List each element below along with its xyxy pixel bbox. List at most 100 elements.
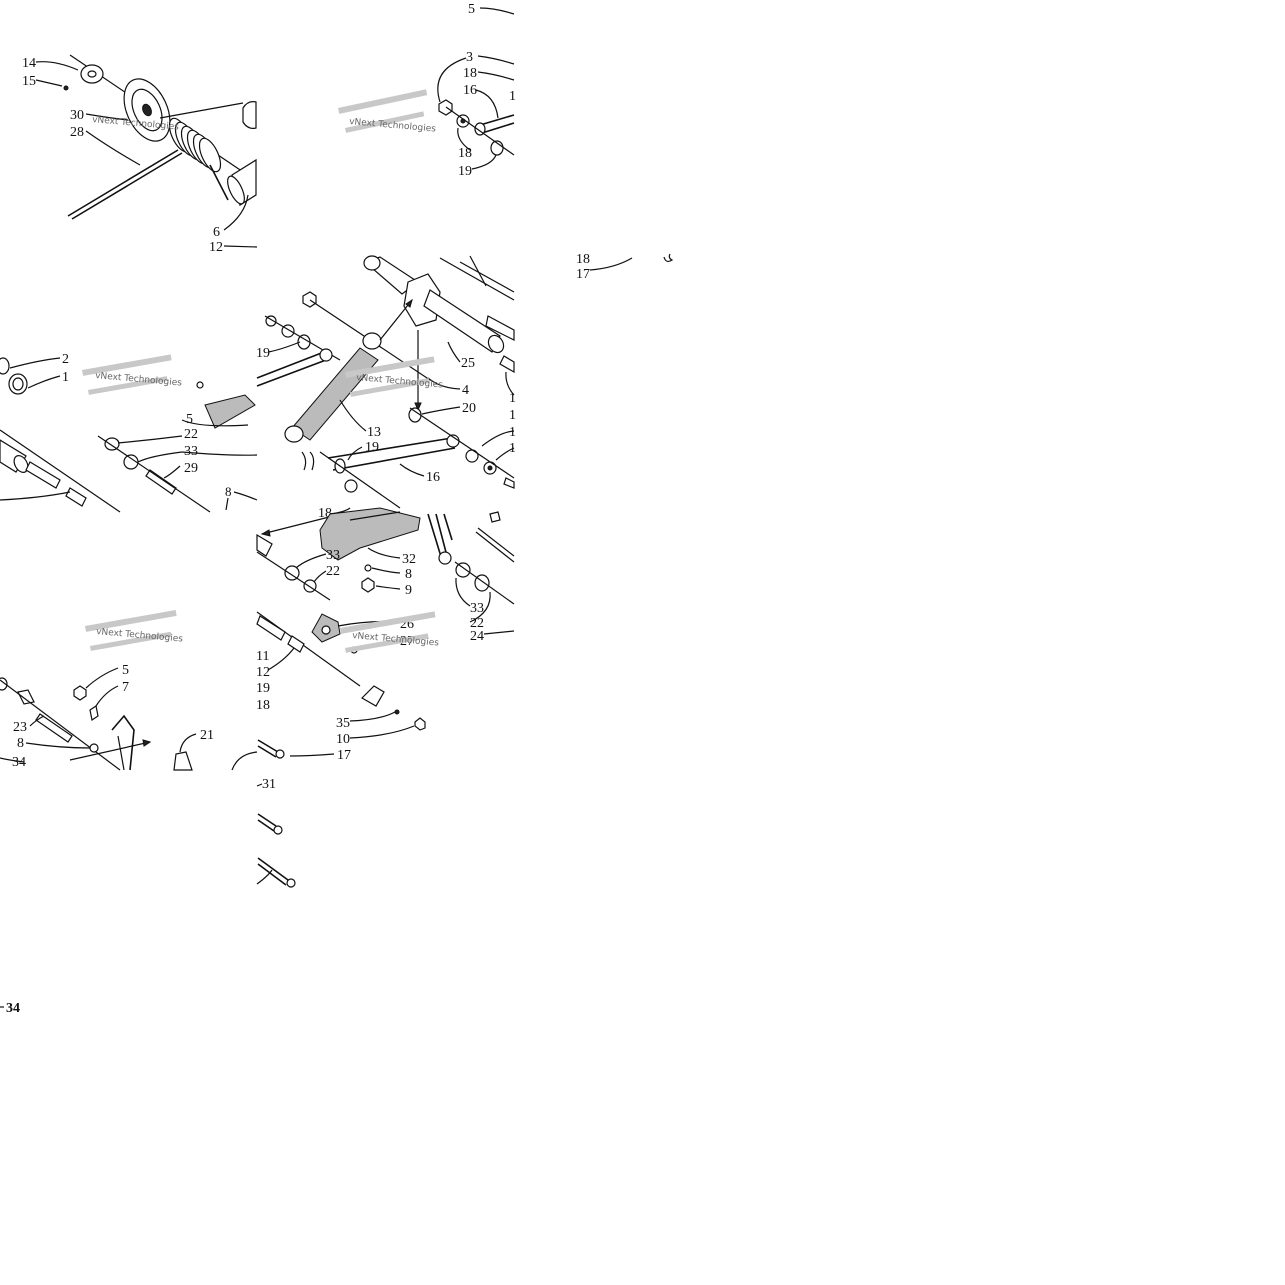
spring-arm-short (209, 164, 229, 201)
callout-22: 22 (326, 564, 340, 579)
callout-12: 12 (209, 240, 223, 255)
callout-13: 13 (367, 425, 381, 440)
callout-25: 25 (461, 356, 475, 371)
callout-35: 35 (336, 716, 350, 731)
tile-spring-assembly: 14 15 30 28 6 12 vNext Technologies (22, 54, 258, 255)
pin-part (145, 469, 177, 495)
shock-eye-top (362, 332, 382, 350)
callout-30: 30 (70, 108, 84, 123)
nut-part (65, 487, 87, 507)
callout-17: 17 (576, 267, 590, 282)
end-cap (361, 685, 385, 707)
watermark-speckle (82, 354, 172, 395)
callout-17: 17 (337, 748, 351, 763)
bushing-part (104, 437, 120, 451)
lock-nut (73, 685, 87, 701)
callout-24: 24 (470, 629, 484, 644)
callout-22: 22 (184, 427, 198, 442)
callout-16: 16 (463, 83, 477, 98)
callout-21: 21 (200, 728, 214, 743)
watermark-speckle (340, 611, 436, 653)
bolt-head (286, 878, 296, 888)
bushing-part (408, 407, 422, 423)
callout-3: 3 (466, 50, 473, 65)
lock-nut (302, 291, 317, 308)
washer-part (63, 85, 69, 91)
tile-pivot-arm-assembly: 18 33 22 32 8 9 (256, 506, 515, 763)
watermark-speckle (338, 89, 428, 133)
bracket-part (204, 394, 256, 429)
callout-6: 6 (213, 225, 220, 240)
shock-eye-bottom (284, 425, 304, 443)
callout-18: 18 (256, 698, 270, 713)
callout-15: 15 (22, 74, 36, 89)
callout-16: 16 (426, 470, 440, 485)
bolt-head (273, 825, 283, 835)
nut-part (361, 577, 375, 593)
bushing-part (284, 565, 300, 581)
watermark-speckle (345, 356, 435, 397)
callout-12: 12 (256, 665, 270, 680)
callout-14: 14 (22, 56, 36, 71)
tile-link-arm-top: 5 3 18 16 1 18 19 vNext Technologies (338, 2, 516, 179)
callout-23: 23 (13, 720, 27, 735)
lower-arm (327, 437, 453, 459)
callout-10: 10 (336, 732, 350, 747)
callout-33: 33 (326, 548, 340, 563)
tile-axle-assembly: 2 1 5 22 33 29 8 vNext Technologies (0, 352, 258, 513)
bushing-part (287, 635, 305, 653)
callout-1: 1 (509, 441, 516, 456)
link-arm (479, 114, 515, 126)
callout-9: 9 (405, 583, 412, 598)
callout-8: 8 (225, 484, 232, 499)
bumper-part (173, 751, 193, 771)
callout-11: 11 (256, 649, 269, 664)
tile-bolts: 31 (256, 777, 296, 888)
callout-8: 8 (17, 736, 24, 751)
callout-20: 20 (462, 401, 476, 416)
callout-7: 7 (122, 680, 129, 695)
bracket-housing (403, 273, 441, 327)
bolt-head (414, 717, 426, 731)
callout-19: 19 (256, 346, 270, 361)
callout-29: 29 (184, 461, 198, 476)
spacer-part (35, 713, 73, 743)
callout-34: 34 (12, 755, 26, 770)
callout-2: 2 (62, 352, 69, 367)
callout-5: 5 (468, 2, 475, 17)
callout-19: 19 (458, 164, 472, 179)
through-rod (256, 611, 361, 687)
callout-32: 32 (402, 552, 416, 567)
collar-bore (87, 70, 97, 78)
callout-31: 31 (262, 777, 276, 792)
bolt-shank (257, 813, 277, 827)
callout-1: 1 (62, 370, 69, 385)
pulley-bore (142, 103, 152, 117)
callout-1: 1 (509, 408, 516, 423)
cross-tube (423, 289, 501, 353)
nut-part (17, 689, 35, 705)
callout-18: 18 (458, 146, 472, 161)
bushing-part (242, 101, 257, 129)
callout-5: 5 (122, 663, 129, 678)
callout-18: 18 (576, 252, 590, 267)
callout-34: 34 (6, 1001, 20, 1016)
callout-1: 1 (509, 391, 516, 406)
tube-part (256, 533, 273, 557)
tile-fragment-bottom-left: 34 (0, 1001, 20, 1016)
tile-shock-assembly: 19 25 4 20 13 19 16 1 1 1 1 vNext Techno… (256, 255, 516, 509)
watermark-speckle (85, 610, 177, 651)
callout-19: 19 (365, 440, 379, 455)
callout-19: 19 (256, 681, 270, 696)
callout-33: 33 (470, 601, 484, 616)
callout-1: 1 (509, 425, 516, 440)
callout-8: 8 (405, 567, 412, 582)
bolt-part (89, 705, 99, 721)
bolt-shank (257, 857, 289, 881)
lock-nut (438, 99, 453, 116)
callout-5: 5 (186, 412, 193, 427)
spring-arm-long (67, 149, 179, 217)
callout-1: 1 (509, 89, 516, 104)
